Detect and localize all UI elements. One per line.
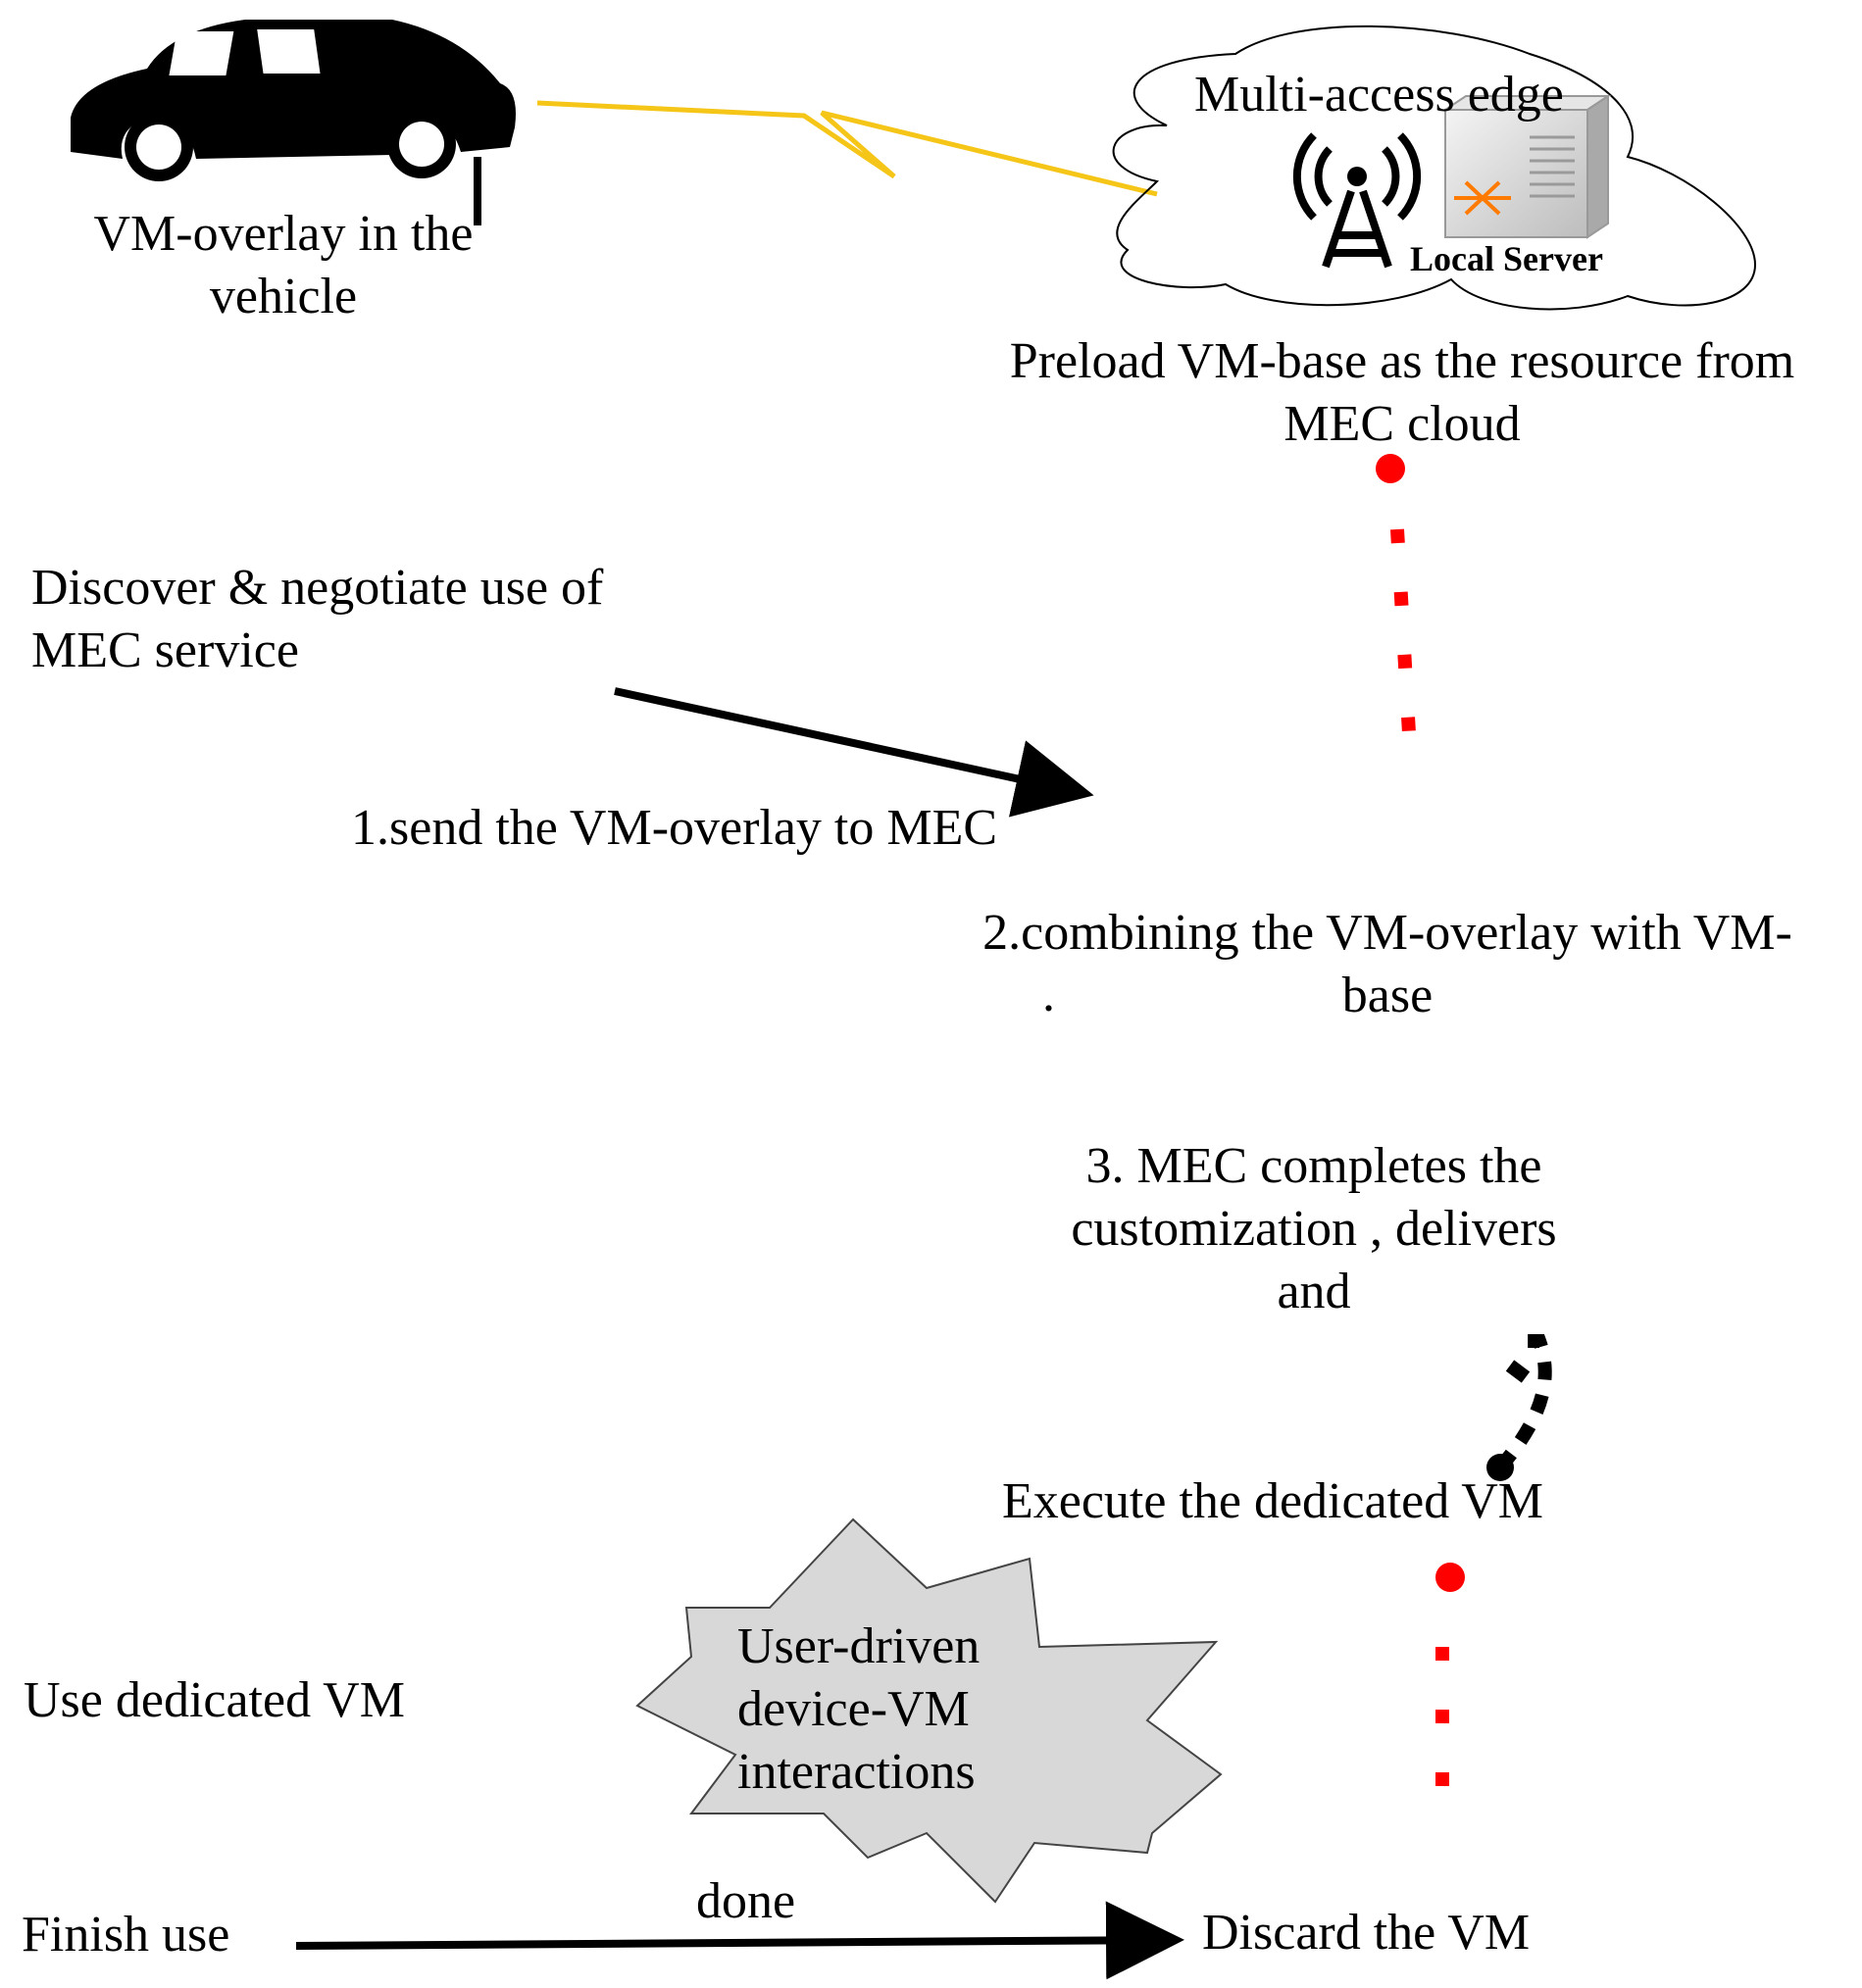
mec-edge-label: Multi-access edge [1194,67,1564,123]
done-label: done [696,1873,796,1929]
use-vm-label: Use dedicated VM [24,1672,405,1728]
interactions-burst-shape [635,1517,1223,1904]
execute-label: Execute the dedicated VM [1002,1473,1544,1529]
preload-label-line-2: MEC cloud [1283,396,1521,452]
car-icon [71,20,516,225]
mec-cloud-outline [1112,25,1757,311]
interactions-label-line-1: User-driven [737,1618,981,1674]
step2-label-line-2: base [1341,968,1434,1023]
step3-label-line-2: customization , delivers [1071,1201,1557,1257]
vehicle-label-line-2: vehicle [209,269,358,324]
step2-label: 2.combining the VM-overlay with VM- base [931,902,1843,1027]
step2-label-line-1: 2.combining the VM-overlay with VM- [982,905,1792,961]
lightning-bolt-icon [536,100,1158,197]
finish-label: Finish use [22,1907,230,1963]
discover-label: Discover & negotiate use of MEC service [31,557,603,682]
preload-label-line-1: Preload VM-base as the resource from [1009,333,1795,389]
red-dotted-connector-1 [1376,454,1416,734]
discover-label-line-2: MEC service [31,622,299,678]
local-server-label: Local Server [1410,239,1603,278]
step3-label-line-3: and [1277,1264,1351,1319]
black-dotted-curved-connector [1486,1334,1552,1481]
done-arrow [295,1901,1184,1980]
interactions-label-line-2: device-VM [737,1681,970,1737]
antenna-tower-icon [1292,132,1422,269]
interactions-label-line-3: interactions [737,1744,976,1800]
vehicle-label: VM-overlay in the vehicle [63,203,504,328]
red-dotted-connector-2 [1435,1563,1465,1804]
step1-label: 1.send the VM-overlay to MEC [351,800,998,856]
step3-label: 3. MEC completes the customization , del… [1020,1135,1608,1323]
discover-label-line-1: Discover & negotiate use of [31,560,604,616]
preload-label: Preload VM-base as the resource from MEC… [961,330,1843,456]
interactions-label: User-driven device-VM interactions [737,1615,980,1804]
stray-dot: . [1042,967,1055,1022]
server-icon [1441,94,1612,239]
vehicle-label-line-1: VM-overlay in the [93,206,474,262]
discard-label: Discard the VM [1202,1905,1531,1961]
send-overlay-arrow [614,687,1094,818]
step3-label-line-1: 3. MEC completes the [1085,1138,1542,1194]
